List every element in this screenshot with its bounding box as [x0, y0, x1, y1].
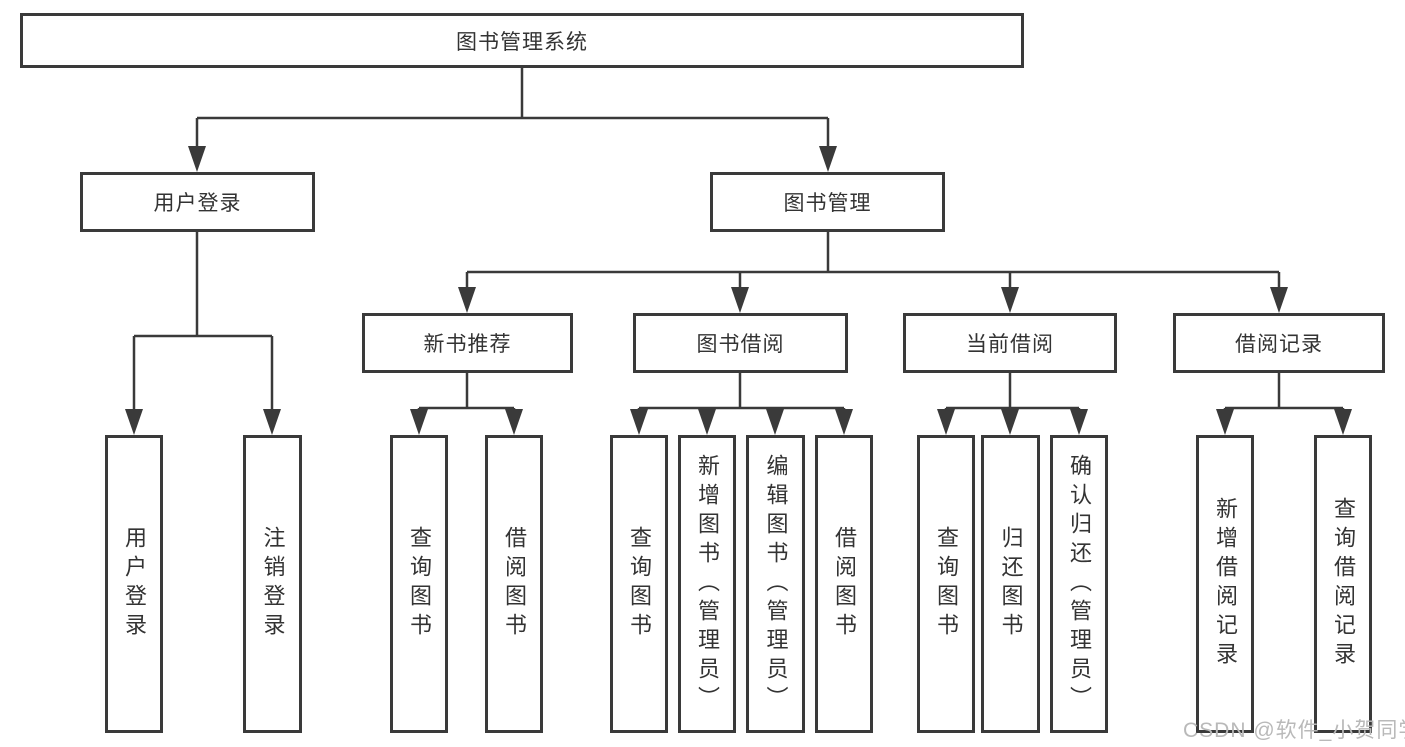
- leaf-add-borrow-record: 新增借阅记录: [1196, 435, 1254, 733]
- leaf-borrow-books-2: 借阅图书: [815, 435, 873, 733]
- leaf-query-books-3: 查询图书: [917, 435, 975, 733]
- node-book-management: 图书管理: [710, 172, 945, 232]
- node-user-login: 用户登录: [80, 172, 315, 232]
- node-current-borrowing: 当前借阅: [903, 313, 1117, 373]
- watermark-text: CSDN @软件_小贺同学: [1183, 719, 1405, 742]
- leaf-user-login: 用户登录: [105, 435, 163, 733]
- leaf-confirm-return-admin: 确认归还（管理员）: [1050, 435, 1108, 733]
- leaf-add-book-admin: 新增图书（管理员）: [678, 435, 736, 733]
- arrowheads: [125, 146, 1352, 435]
- node-borrowing-records: 借阅记录: [1173, 313, 1385, 373]
- leaf-query-books-2: 查询图书: [610, 435, 668, 733]
- leaf-borrow-books-1: 借阅图书: [485, 435, 543, 733]
- node-new-book-recommend: 新书推荐: [362, 313, 573, 373]
- leaf-edit-book-admin: 编辑图书（管理员）: [746, 435, 805, 733]
- leaf-query-books-1: 查询图书: [390, 435, 448, 733]
- node-library-management-system: 图书管理系统: [20, 13, 1024, 68]
- node-book-borrowing: 图书借阅: [633, 313, 848, 373]
- leaf-logout: 注销登录: [243, 435, 302, 733]
- leaf-query-borrow-record: 查询借阅记录: [1314, 435, 1372, 733]
- leaf-return-books: 归还图书: [981, 435, 1040, 733]
